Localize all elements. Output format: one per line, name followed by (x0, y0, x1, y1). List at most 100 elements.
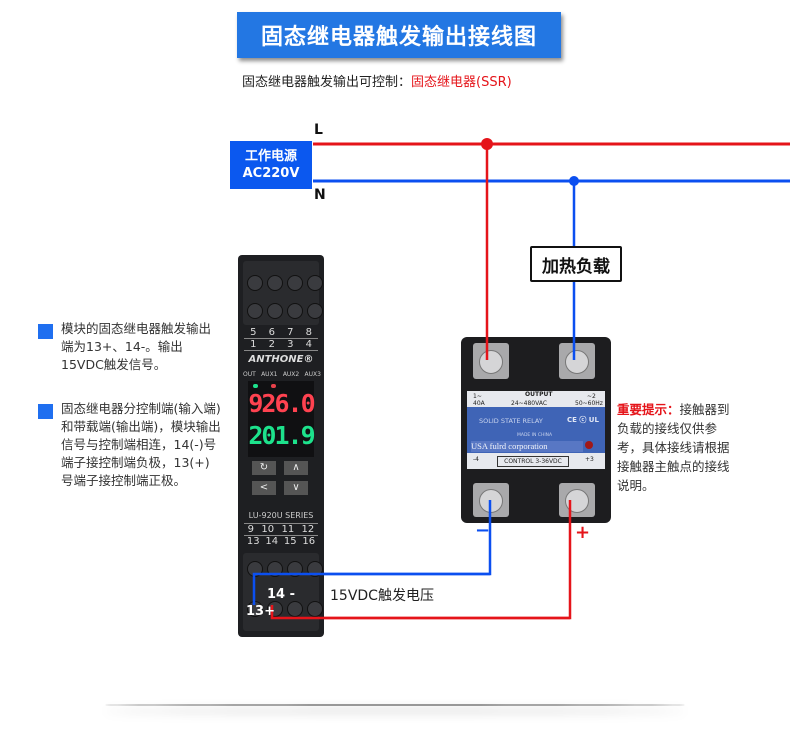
bottom-screws-row1 (247, 561, 323, 577)
ssr-term4-label: -4 (473, 456, 479, 463)
terminal-number: 2 (268, 339, 275, 350)
ssr-output-strip: OUTPUT 1~ ~2 40A 24~480VAC 50~60Hz (467, 391, 605, 407)
ssr-freq: 50~60Hz (575, 400, 603, 407)
power-supply-label: 工作电源 AC220V (230, 141, 312, 189)
negative-sign: − (475, 520, 491, 541)
note-2: 固态继电器分控制端(输入端)和带载端(输出端)，模块输出信号与控制端相连，14(… (61, 401, 221, 488)
indicator-label: AUX1 (261, 371, 278, 378)
indicator-labels: OUT AUX1 AUX2 AUX3 (243, 371, 321, 378)
terminal-14-label: 14 - (267, 587, 296, 602)
ssr-voltage: 24~480VAC (511, 400, 548, 407)
terminal-number: 5 (250, 327, 257, 338)
terminal-number: 14 (265, 536, 279, 547)
ssr-output-label: OUTPUT (525, 391, 553, 398)
screw-icon (287, 275, 303, 291)
live-junction (481, 138, 493, 150)
note-1: 模块的固态继电器触发输出端为13+、14-。输出15VDC触发信号。 (61, 321, 212, 372)
ssr-name: SOLID STATE RELAY (479, 417, 543, 425)
terminal-number: 12 (301, 524, 315, 535)
ssr-current: 40A (473, 400, 485, 407)
ssr-maker: USA fulrd corporation (471, 441, 583, 452)
ssr-made-in: MADE IN CHINA (517, 433, 553, 438)
ssr-terminal-3 (559, 483, 595, 517)
pv-display: 926.0 (248, 389, 315, 418)
aux1-led-icon (271, 384, 276, 388)
screw-icon (287, 303, 303, 319)
top-terminal-numbers-row1: 5 6 7 8 (244, 327, 318, 339)
screw-icon (565, 350, 589, 374)
terminal-13-label: 13+ (246, 604, 275, 619)
ssr-control-strip: CONTROL 3-36VDC -4 +3 (467, 453, 605, 469)
heating-load-box: 加热负载 (530, 246, 622, 282)
terminal-number: 6 (268, 327, 275, 338)
indicator-label: OUT (243, 371, 256, 378)
screw-icon (307, 275, 323, 291)
terminal-number: 10 (261, 524, 275, 535)
subtitle-highlight: 固态继电器(SSR) (411, 75, 512, 90)
solid-state-relay: OUTPUT 1~ ~2 40A 24~480VAC 50~60Hz SOLID… (461, 337, 611, 523)
sv-display: 201.9 (248, 421, 315, 450)
display-panel: 926.0 201.9 (248, 381, 316, 457)
ssr-terminal-4 (473, 483, 509, 517)
terminal-number: 8 (305, 327, 312, 338)
up-button[interactable]: ∧ (284, 461, 308, 475)
screw-icon (307, 561, 323, 577)
neutral-junction (569, 176, 579, 186)
power-line1: 工作电源 (244, 149, 297, 164)
neutral-label: N (314, 187, 326, 203)
temperature-controller: 5 6 7 8 1 2 3 4 ANTHONE® OUT AUX1 AUX2 A… (238, 255, 324, 637)
down-button[interactable]: ∨ (284, 481, 308, 495)
trigger-voltage-label: 15VDC触发电压 (330, 588, 434, 604)
ssr-led-icon (585, 441, 593, 449)
page-title: 固态继电器触发输出接线图 (237, 12, 561, 58)
top-screws-row2 (247, 303, 323, 319)
ssr-term3-label: +3 (585, 456, 594, 463)
top-terminal-block (243, 261, 323, 325)
terminal-number: 13 (246, 536, 260, 547)
terminal-number: 11 (281, 524, 295, 535)
terminal-number: 3 (287, 339, 294, 350)
top-screws-row1 (247, 275, 323, 291)
positive-sign: + (575, 522, 591, 543)
note-bullet-icon (38, 324, 53, 339)
subtitle-prefix: 固态继电器触发输出可控制： (242, 75, 412, 90)
ssr-term1-label: 1~ (473, 393, 482, 400)
bottom-terminal-numbers-row2: 13 14 15 16 (244, 536, 318, 547)
important-hint: 重要提示：接触器到负载的接线仅供参考，具体接线请根据接触器主触点的接线说明。 (617, 400, 737, 495)
hint-text: 接触器到负载的接线仅供参考，具体接线请根据接触器主触点的接线说明。 (617, 402, 730, 493)
ssr-label-plate: OUTPUT 1~ ~2 40A 24~480VAC 50~60Hz SOLID… (467, 391, 605, 469)
ssr-terminal-2 (559, 343, 595, 379)
screw-icon (267, 303, 283, 319)
screw-icon (287, 561, 303, 577)
screw-icon (267, 275, 283, 291)
ssr-terminal-1 (473, 343, 509, 379)
screw-icon (565, 489, 589, 513)
screw-icon (307, 303, 323, 319)
live-label: L (314, 122, 323, 138)
bottom-terminal-numbers-row1: 9 10 11 12 (244, 523, 318, 536)
note-bullet-icon (38, 404, 53, 419)
screw-icon (479, 350, 503, 374)
terminal-number: 15 (283, 536, 297, 547)
screw-icon (247, 275, 263, 291)
screw-icon (307, 601, 323, 617)
screw-icon (247, 561, 263, 577)
brand-label: ANTHONE® (248, 354, 314, 365)
screw-icon (267, 561, 283, 577)
bottom-divider (105, 704, 685, 706)
ssr-control-label: CONTROL 3-36VDC (497, 456, 569, 467)
indicator-label: AUX2 (282, 371, 300, 378)
series-label: LU-920U SERIES (248, 511, 314, 520)
ssr-term2-label: ~2 (587, 393, 596, 400)
terminal-number: 7 (287, 327, 294, 338)
screw-icon (287, 601, 303, 617)
cycle-button[interactable]: ↻ (252, 461, 276, 475)
terminal-number: 4 (305, 339, 312, 350)
left-button[interactable]: < (252, 481, 276, 495)
screw-icon (479, 489, 503, 513)
screw-icon (247, 303, 263, 319)
terminal-number: 1 (250, 339, 257, 350)
ssr-certs: CE ⓒ UL (567, 416, 599, 424)
terminal-number: 16 (302, 536, 316, 547)
power-line2: AC220V (242, 166, 300, 181)
